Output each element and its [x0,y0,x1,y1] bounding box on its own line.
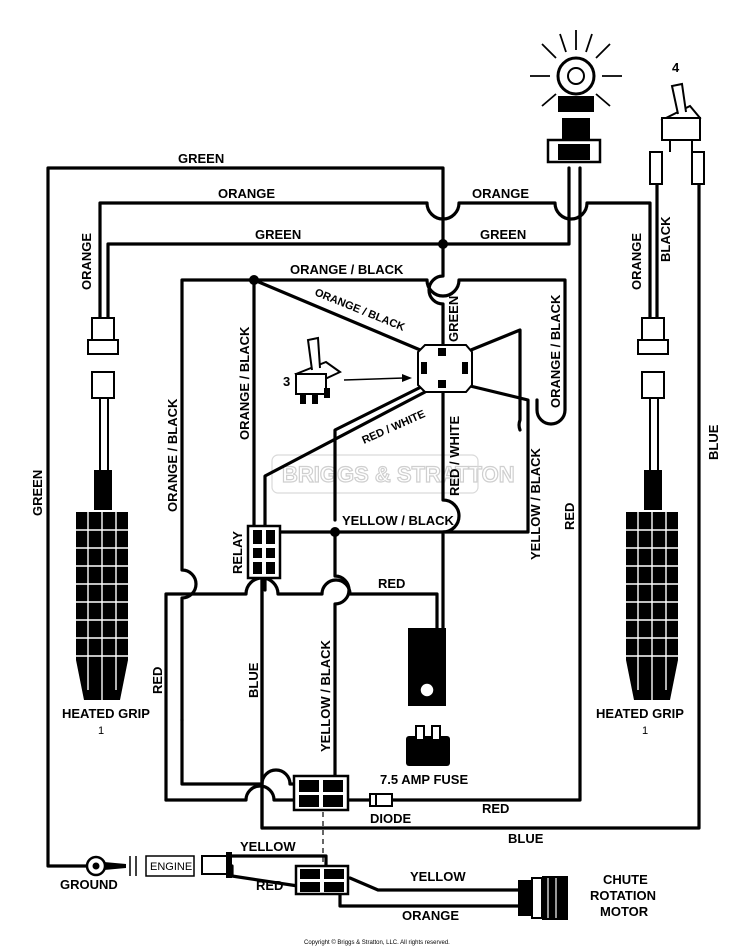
label-red-white-vert: RED / WHITE [447,416,462,496]
rocker-switch-icon [294,336,342,404]
label-ground: GROUND [60,877,118,892]
fuse-icon [406,725,450,766]
label-blue-inner: BLUE [246,662,261,698]
label-black-right: BLACK [658,216,673,262]
label-blue-far-right: BLUE [706,424,721,460]
engine-label: ENGINE [150,861,192,873]
label-orange-right-vert: ORANGE [629,233,644,290]
label-orange-black-inner: ORANGE / BLACK [237,326,252,440]
label-green-mid-left: GREEN [255,227,301,242]
wire-yellow-motor [348,876,522,892]
work-light [530,30,622,164]
toggle-number: 4 [672,60,680,75]
label-heated-grip-left-num: 1 [98,725,104,737]
right-grip-connector [637,317,669,470]
label-red-left: RED [150,667,165,694]
label-yellow-black-right: YELLOW / BLACK [528,447,543,560]
label-red-ground: RED [256,878,283,893]
label-green-switch: GREEN [446,296,461,342]
left-grip-connector [87,317,119,470]
copyright: Copyright © Briggs & Stratton, LLC. All … [304,939,450,946]
label-orange-left-vert: ORANGE [79,233,94,290]
wire-yellow-black-bottom [333,530,351,784]
wire-yellow-black-horizontal [276,383,530,534]
label-yellow-motor: YELLOW [410,869,466,884]
label-green-far-left: GREEN [30,470,45,516]
label-heated-grip-left: HEATED GRIP [62,706,150,721]
fuse-holder [408,628,446,706]
wire-red-white-diag [333,383,427,522]
label-orange-black-top: ORANGE / BLACK [290,262,404,277]
wire-green-mid [106,166,571,320]
wire-yellow-ground [230,854,328,868]
chute-motor-icon [518,876,568,920]
wire-relay-feed [263,390,427,530]
label-heated-grip-right: HEATED GRIP [596,706,684,721]
label-yellow-black-horiz: YELLOW / BLACK [342,513,455,528]
watermark: BRIGGS & STRATTON [282,462,515,487]
pointer-arrow [343,377,405,381]
main-connector [292,774,350,812]
label-yellow-ground: YELLOW [240,839,296,854]
label-heated-grip-right-num: 1 [642,725,648,737]
label-fuse: 7.5 AMP FUSE [380,772,468,787]
engine-box [145,855,195,877]
wire-orange-black-diag [252,278,427,354]
pointer-arrowhead [402,374,412,382]
label-red-right: RED [562,503,577,530]
label-red-mid: RED [378,576,405,591]
wire-red-right [378,166,582,802]
label-red-fuse: RED [482,801,509,816]
wire-orange-top [98,201,652,320]
label-orange-black-right: ORANGE / BLACK [548,294,563,408]
label-yellow-black-bottom: YELLOW / BLACK [318,639,333,752]
heated-grip-right [626,470,678,700]
wire-orange-black-down [180,718,298,786]
engine-connector [201,852,232,878]
toggle-switch-icon [649,82,705,185]
diode-icon [369,793,393,807]
label-chute-motor-3: MOTOR [600,904,649,919]
label-chute-motor-2: ROTATION [590,888,656,903]
wire-orange-motor [338,888,522,908]
switch-connector [417,344,473,393]
label-blue-bottom: BLUE [508,831,544,846]
heated-grip-left [76,470,128,700]
ground-icon [85,855,137,877]
wire-orange-black-top [180,278,256,722]
label-green-mid-right: GREEN [480,227,526,242]
label-orange-top-right: ORANGE [472,186,529,201]
label-diode: DIODE [370,811,412,826]
switch-number: 3 [283,374,290,389]
label-chute-motor-1: CHUTE [603,872,648,887]
label-orange-top-left: ORANGE [218,186,275,201]
label-green-top: GREEN [178,151,224,166]
label-orange-black-left: ORANGE / BLACK [165,398,180,512]
label-orange-motor: ORANGE [402,908,459,923]
wire-red-to-block [164,784,298,802]
wire-red-left [164,576,439,802]
wire-orange-black-top-right [252,278,567,426]
wire-orange-black-switch-right [464,328,522,432]
motor-connector [294,864,350,896]
label-relay: RELAY [230,531,245,574]
wire-green-far-left [46,166,445,868]
relay-block [246,524,282,580]
